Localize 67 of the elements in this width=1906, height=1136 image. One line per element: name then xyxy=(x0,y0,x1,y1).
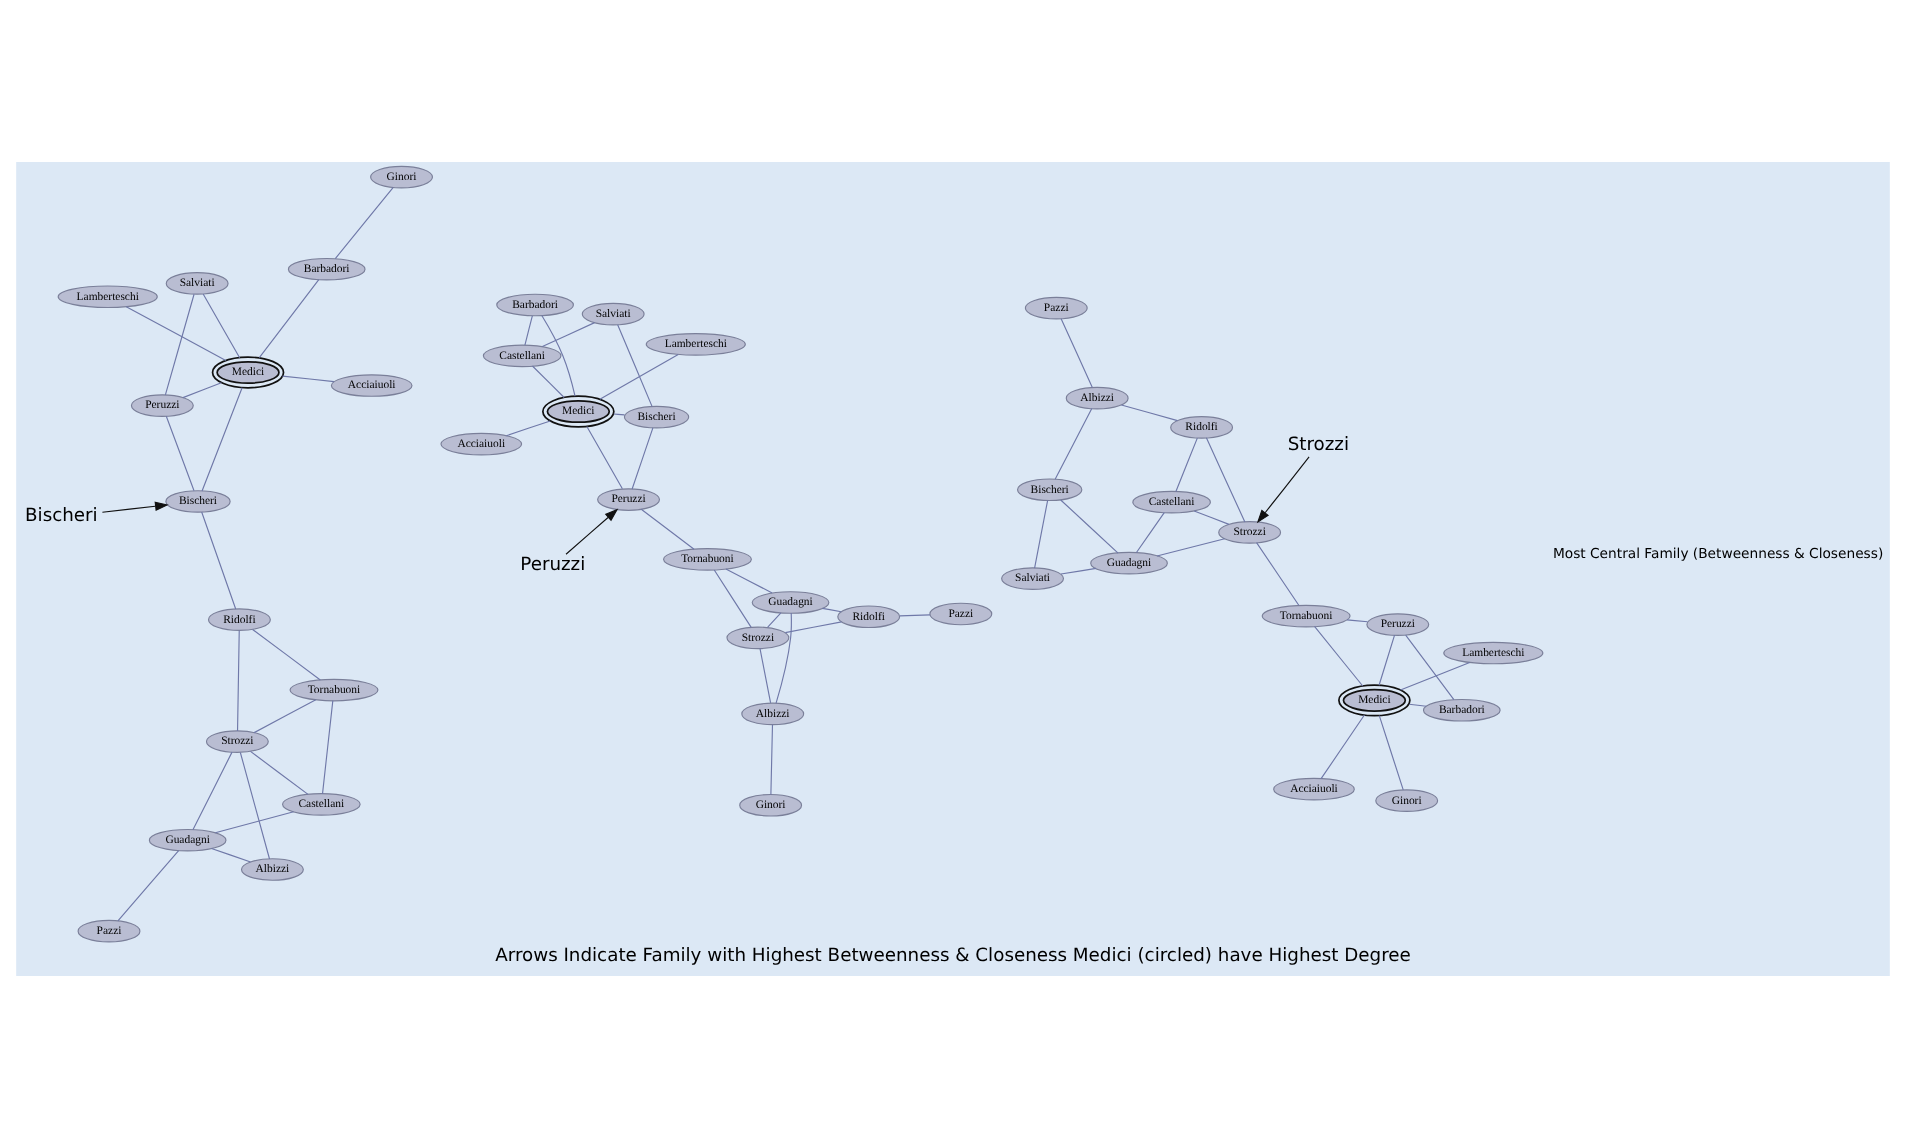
connector xyxy=(1378,714,1404,790)
connector xyxy=(1408,702,1427,706)
arrow xyxy=(1256,455,1310,523)
connector xyxy=(1120,403,1179,421)
connector xyxy=(1405,633,1455,700)
connector xyxy=(1256,541,1300,605)
connector xyxy=(784,620,843,633)
connector xyxy=(210,846,252,862)
connector xyxy=(899,613,931,616)
connector xyxy=(1205,436,1246,522)
connector xyxy=(759,646,772,703)
connector xyxy=(202,292,241,358)
connector xyxy=(599,352,679,399)
connector xyxy=(1060,317,1093,388)
connector xyxy=(214,810,295,833)
connector xyxy=(201,386,243,491)
connector xyxy=(192,750,233,830)
connector xyxy=(1313,624,1364,686)
connector xyxy=(713,568,752,627)
connector xyxy=(237,628,240,731)
connector xyxy=(1399,660,1471,690)
connector xyxy=(239,750,271,859)
connector xyxy=(775,611,792,703)
connector xyxy=(1054,406,1093,479)
arrow xyxy=(101,500,169,512)
connector xyxy=(531,364,565,398)
connector xyxy=(505,419,551,436)
connector xyxy=(1346,618,1369,622)
connector xyxy=(165,414,195,491)
connector xyxy=(524,314,533,345)
connector xyxy=(725,567,773,593)
connector xyxy=(617,323,653,406)
connector xyxy=(201,510,237,609)
connector xyxy=(541,313,576,396)
connector xyxy=(821,606,842,612)
connector xyxy=(182,381,222,398)
connector xyxy=(640,507,695,549)
arrow xyxy=(565,507,619,554)
connector xyxy=(117,849,180,921)
connector xyxy=(1060,566,1097,574)
connector xyxy=(766,611,782,627)
connector xyxy=(1175,436,1198,492)
connector xyxy=(541,321,596,347)
connector xyxy=(334,186,394,259)
connector xyxy=(1135,511,1165,553)
connector xyxy=(253,698,317,733)
connector xyxy=(321,699,334,794)
connector xyxy=(586,424,623,489)
connector xyxy=(613,412,626,415)
connector xyxy=(770,723,774,794)
node-text: Strozzi xyxy=(1287,434,1350,455)
connector xyxy=(281,374,335,382)
connector xyxy=(1034,498,1049,568)
caption: Arrows Indicate Family with Highest Betweenness & Closeness Medici (circled) have Highest Degree xyxy=(495,945,1411,966)
node-text: Peruzzi xyxy=(520,555,586,576)
connector xyxy=(258,278,320,358)
connector xyxy=(252,627,321,680)
connector xyxy=(125,305,227,361)
connector xyxy=(1320,713,1365,779)
connector xyxy=(631,426,654,489)
node-text: Bischeri xyxy=(25,506,98,527)
connector xyxy=(1193,509,1230,524)
connector xyxy=(249,749,309,794)
connector xyxy=(1156,537,1226,556)
connector xyxy=(1378,633,1396,685)
connector xyxy=(1060,498,1119,553)
connector xyxy=(164,292,195,395)
